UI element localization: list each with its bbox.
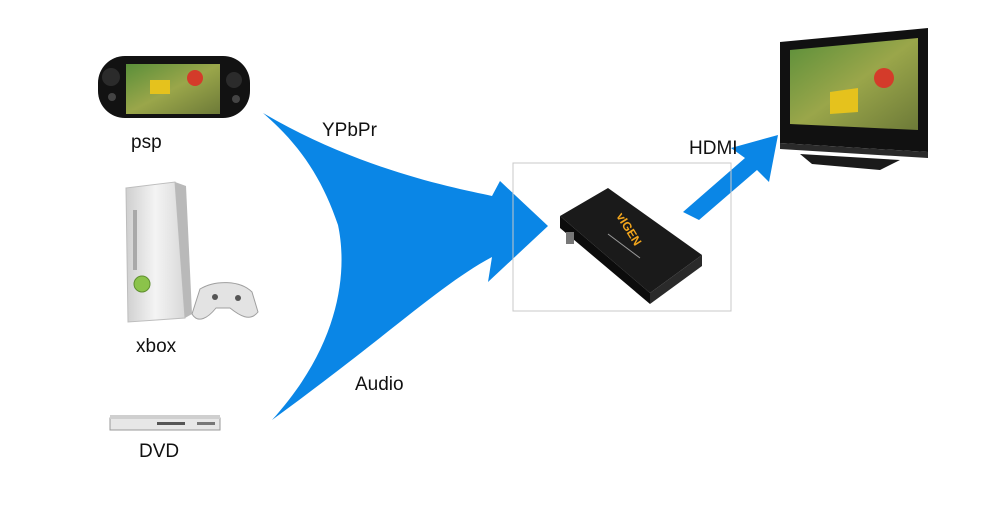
dvd-player-icon [109, 415, 221, 431]
converter-box-icon: vIGEN [560, 188, 702, 304]
xbox-console-icon [125, 181, 259, 323]
psp-console-icon [98, 56, 250, 118]
audio-label: Audio [355, 374, 404, 395]
converter-frame [512, 162, 732, 312]
psp-label: psp [131, 132, 162, 153]
xbox-label: xbox [136, 336, 177, 357]
hdmi-label: HDMI [689, 138, 738, 159]
dvd-label: DVD [139, 441, 180, 462]
input-signal-arrow [263, 113, 548, 420]
ypbpr-label: YPbPr [322, 120, 377, 141]
tv-icon [780, 28, 928, 170]
